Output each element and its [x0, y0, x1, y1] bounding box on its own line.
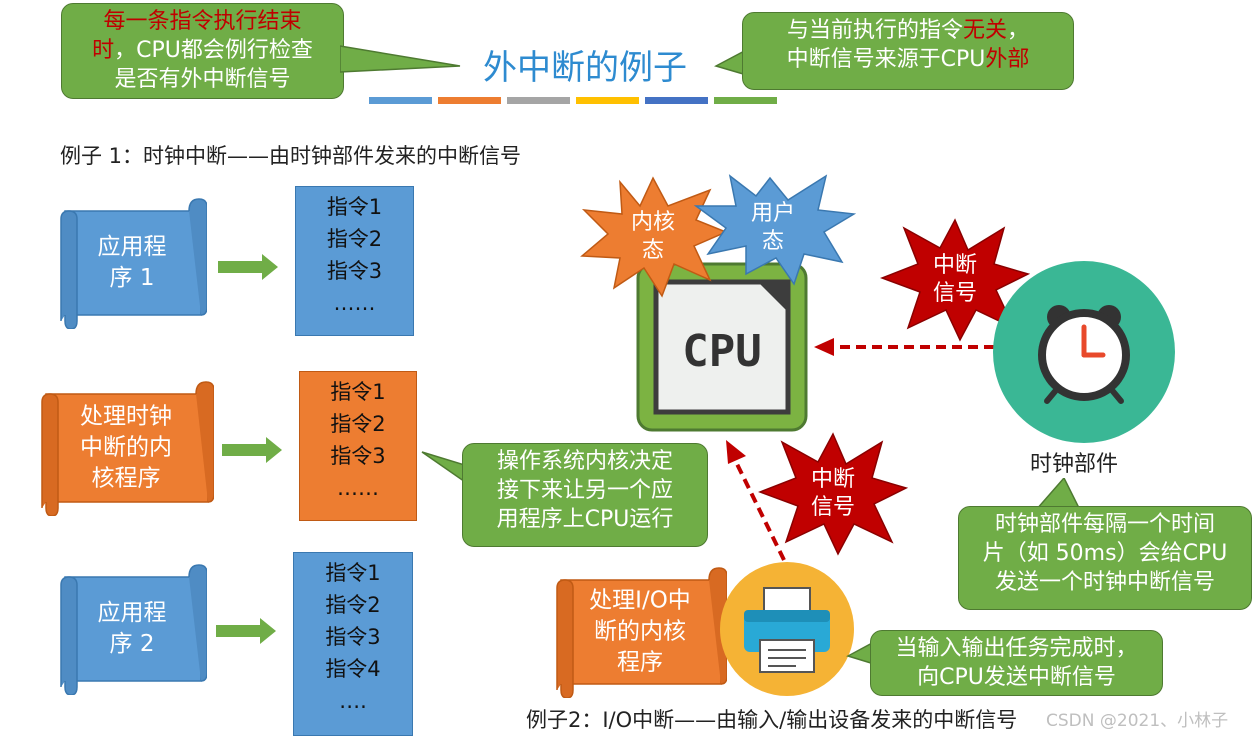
app2-scroll: 应用程 序 2: [57, 563, 208, 696]
burst-kernel-mode: 内核态: [578, 176, 728, 298]
instruction-line: 指令2: [325, 593, 381, 617]
app1-instructions: 指令1 指令2 指令3 ……: [295, 186, 414, 336]
arrow-right-icon: [222, 437, 282, 463]
app1-label: 应用程 序 1: [97, 234, 167, 291]
alarm-clock-icon: [1038, 305, 1130, 404]
callout-external-source: 与当前执行的指令无关， 中断信号来源于CPU外部: [742, 12, 1074, 90]
underline-bar: [576, 97, 639, 104]
clock-handler-scroll: 处理时钟 中断的内 核程序: [38, 380, 215, 517]
underline-bar: [645, 97, 708, 104]
example2-caption: 例子2：I/O中断——由输入/输出设备发来的中断信号: [526, 708, 1018, 732]
instruction-line: 指令2: [326, 227, 383, 251]
burst-shape: [580, 176, 728, 298]
instruction-line: ……: [333, 291, 376, 315]
cpu-chip-icon: CPU: [636, 262, 808, 432]
burst-shape: [879, 218, 1031, 342]
clock-circle: [993, 261, 1175, 443]
instruction-line: 指令1: [325, 561, 381, 585]
app2-label: 应用程 序 2: [97, 600, 167, 657]
burst-interrupt-signal-io: 中断信号: [757, 432, 909, 556]
burst-user-mode: 用户态: [690, 170, 857, 286]
instruction-line: 指令3: [330, 444, 386, 468]
callout-pointer-left: [340, 45, 461, 73]
scroll-shape: [556, 567, 728, 699]
instruction-line: 指令1: [330, 380, 386, 404]
burst-interrupt-signal-clock: 中断信号: [879, 218, 1031, 342]
app1-scroll: 应用程 序 1: [57, 197, 208, 330]
clock-handler-instructions: 指令1 指令2 指令3 ……: [299, 371, 417, 521]
underline-bar: [714, 97, 777, 104]
underline-bar: [369, 97, 432, 104]
scroll-shape: [60, 198, 208, 330]
instruction-line: 指令4: [325, 657, 381, 681]
cpu-label: CPU: [682, 326, 761, 377]
burst-shape: [693, 174, 857, 286]
instruction-line: 指令2: [330, 412, 386, 436]
scroll-shape: [41, 381, 215, 517]
instruction-line: 指令3: [325, 625, 381, 649]
dashed-arrow-clock-to-cpu: [814, 338, 994, 356]
instruction-line: 指令3: [326, 259, 383, 283]
io-handler-label: 处理I/O中 断的内核 程序: [589, 587, 691, 676]
example1-caption: 例子 1：时钟中断——由时钟部件发来的中断信号: [60, 144, 522, 168]
callout-external-check: 每一条指令执行结束 时，CPU都会例行检查 是否有外中断信号: [61, 3, 344, 99]
underline-bar: [507, 97, 570, 104]
printer-icon: [744, 587, 830, 673]
callout-io-complete: 当输入输出任务完成时， 向CPU发送中断信号: [870, 630, 1163, 696]
callout-clock-periodic: 时钟部件每隔一个时间 片（如 50ms）会给CPU 发送一个时钟中断信号: [958, 506, 1252, 610]
instruction-line: 指令1: [326, 195, 383, 219]
arrow-right-icon: [216, 618, 276, 644]
app2-instructions: 指令1 指令2 指令3 指令4 ….: [293, 552, 413, 736]
instruction-line: ….: [339, 689, 367, 713]
clock-handler-label: 处理时钟 中断的内 核程序: [80, 403, 172, 492]
underline-bar: [438, 97, 501, 104]
instruction-line: ……: [337, 476, 379, 500]
arrow-right-icon: [218, 254, 278, 280]
dashed-arrow-printer-to-cpu: [726, 440, 786, 561]
scroll-shape: [60, 564, 208, 696]
callout-os-decides: 操作系统内核决定 接下来让另一个应 用程序上CPU运行: [462, 443, 708, 547]
watermark: CSDN @2021、小林子: [1046, 711, 1229, 731]
io-handler-scroll: 处理I/O中 断的内核 程序: [553, 566, 728, 699]
burst-shape: [757, 432, 909, 556]
page-title: 外中断的例子: [483, 48, 687, 88]
printer-circle: [720, 562, 854, 696]
title-underline: [369, 97, 777, 104]
clock-label: 时钟部件: [1030, 452, 1119, 477]
